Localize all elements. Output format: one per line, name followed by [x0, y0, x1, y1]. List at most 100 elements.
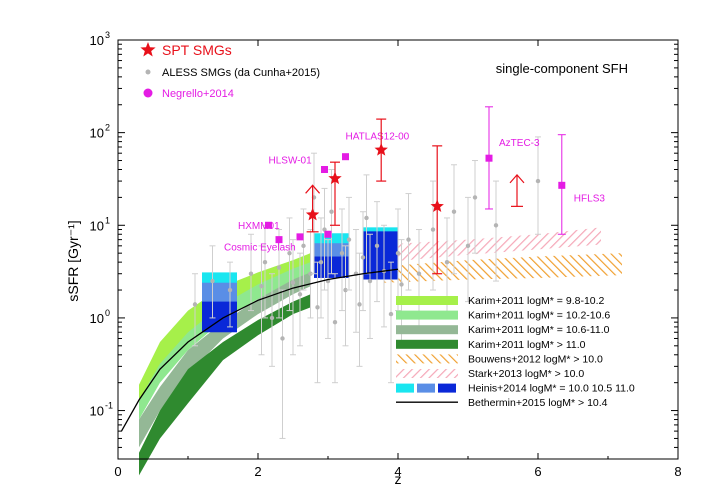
- bethermin-curve: [120, 268, 399, 432]
- legend-swatch-box: [438, 383, 456, 393]
- legend-swatch-band: [396, 339, 458, 349]
- x-axis-title: z: [395, 471, 402, 487]
- legend-swatch-hatch: [396, 354, 458, 364]
- aless-point: [315, 305, 320, 310]
- negrello-point: [275, 236, 283, 244]
- aless-point: [346, 237, 352, 242]
- aless-point: [535, 178, 541, 184]
- aless-point: [297, 292, 303, 297]
- y-tick-label: 10: [90, 218, 104, 233]
- negrello-point: [342, 153, 349, 161]
- y-tick-label: 10: [90, 33, 104, 48]
- bethermin-line-layer: [120, 268, 399, 432]
- x-tick-label: 4: [394, 464, 401, 479]
- legend-swatch-band: [396, 296, 458, 305]
- aless-point: [374, 243, 380, 249]
- legend-swatch-box: [396, 383, 414, 393]
- legend-label: Bouwens+2012 logM* > 10.0: [468, 353, 603, 365]
- aless-point: [262, 259, 268, 265]
- legend-label: Karim+2011 logM* > 11.0: [468, 339, 586, 351]
- hatched-region: [384, 253, 622, 283]
- legend-swatch-hatch: [396, 369, 458, 378]
- legend-swatch-box: [417, 383, 435, 393]
- legend-swatch-band: [396, 310, 458, 320]
- negrello-label: HFLS3: [574, 193, 606, 204]
- aless-point: [472, 195, 478, 200]
- x-tick-label: 6: [534, 464, 541, 479]
- legend-label: Negrello+2014: [162, 88, 234, 100]
- negrello-label: AzTEC-3: [499, 138, 540, 149]
- aless-point: [399, 282, 404, 287]
- x-tick-label: 8: [674, 464, 681, 479]
- aless-point: [367, 278, 373, 284]
- y-tick-exponent: 0: [105, 308, 110, 318]
- legend-label: Stark+2013 logM* > 10.0: [468, 368, 584, 380]
- negrello-label: Cosmic Eyelash: [224, 242, 296, 253]
- negrello-point: [296, 233, 304, 241]
- y-tick-label: 10: [90, 311, 104, 326]
- aless-point: [332, 319, 338, 325]
- legend-swatch-band: [396, 325, 458, 335]
- aless-point: [493, 223, 499, 228]
- legend-label: Karim+2011 logM* = 9.8-10.2: [468, 295, 605, 307]
- negrello-point: [265, 221, 272, 229]
- aless-point: [192, 302, 198, 307]
- legend-label: Karim+2011 logM* = 10.6-11.0: [468, 324, 610, 336]
- spt-star: [328, 171, 342, 185]
- aless-point: [301, 243, 306, 249]
- y-tick-label: 10: [90, 126, 104, 141]
- aless-point: [329, 209, 334, 214]
- legend-label: Bethermin+2015 logM* > 10.4: [468, 397, 608, 409]
- heinis-box: [202, 301, 237, 333]
- y-tick-exponent: 3: [105, 30, 110, 40]
- legend-label: Heinis+2014 logM* = 10.0 10.5 11.0: [468, 383, 635, 395]
- spt-limit-arrowhead: [509, 173, 525, 184]
- hatched-region: [384, 227, 601, 263]
- aless-point: [248, 271, 254, 276]
- aless-point: [416, 271, 422, 276]
- aless-point: [322, 227, 327, 232]
- legend-label: SPT SMGs: [162, 42, 232, 58]
- aless-point: [451, 209, 457, 214]
- aless-point: [227, 287, 233, 293]
- negrello-label: HLSW-01: [269, 156, 313, 167]
- aless-point: [343, 287, 348, 293]
- y-tick-exponent: -1: [105, 401, 113, 411]
- spt-smgs-layer: [305, 118, 525, 275]
- negrello-point: [321, 166, 328, 174]
- legend-marker-dot: [145, 69, 151, 75]
- negrello-label: HXMM01: [238, 221, 280, 232]
- x-tick-label: 2: [254, 464, 261, 479]
- aless-point: [406, 237, 411, 242]
- spt-star: [305, 207, 320, 221]
- y-tick-label: 10: [90, 404, 104, 419]
- heinis-box: [363, 231, 398, 280]
- legend-marker-star: [140, 42, 156, 57]
- aless-point: [388, 311, 394, 317]
- aless-point: [444, 259, 450, 265]
- aless-point: [290, 280, 296, 285]
- aless-point: [357, 302, 362, 307]
- negrello-point: [324, 230, 332, 238]
- chart-fill-layer: [139, 227, 622, 476]
- legend-marker-circle: [143, 88, 153, 98]
- x-tick-label: 0: [114, 464, 121, 479]
- legend-label: ALESS SMGs (da Cunha+2015): [162, 67, 320, 79]
- y-tick-exponent: 2: [105, 123, 110, 133]
- aless-point: [465, 243, 471, 249]
- aless-point: [308, 271, 313, 276]
- aless-point: [318, 259, 324, 265]
- spt-star: [430, 199, 444, 212]
- aless-point: [339, 250, 345, 256]
- chart-annotation: single-component SFH: [496, 61, 628, 76]
- aless-point: [364, 215, 369, 221]
- aless-point: [360, 255, 366, 260]
- aless-point: [287, 250, 292, 256]
- legend-label: Karim+2011 logM* = 10.2-10.6: [468, 310, 610, 322]
- negrello-label: HATLAS12-00: [346, 132, 410, 143]
- aless-point: [430, 227, 436, 232]
